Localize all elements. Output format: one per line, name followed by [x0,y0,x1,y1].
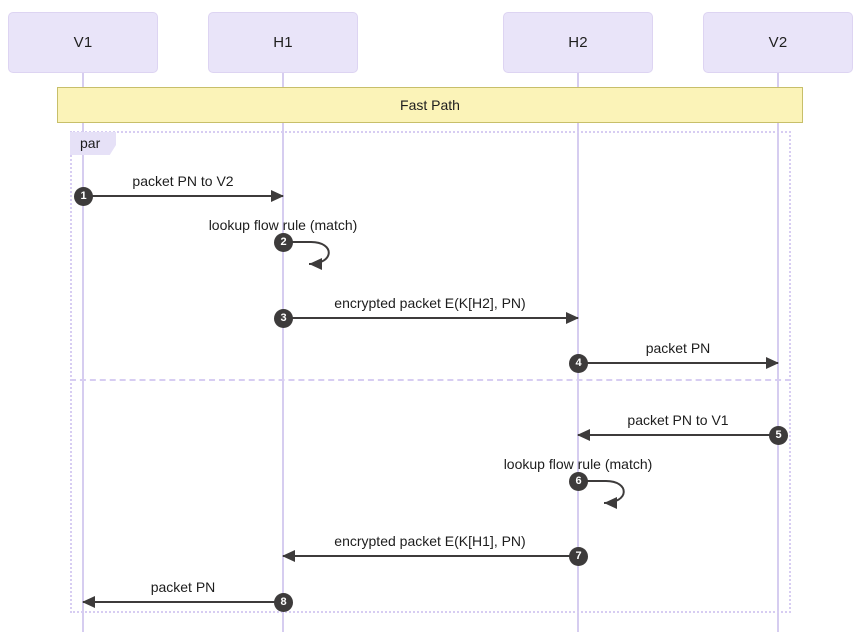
fragment-par-operator: par [70,132,117,155]
participant-v1-label: V1 [73,34,93,51]
message-3-badge: 3 [274,309,293,328]
message-8-line [82,596,283,608]
lifeline-h2 [577,73,579,632]
message-2-label: lookup flow rule (match) [208,217,358,233]
message-2-badge: 2 [274,233,293,252]
arrowhead-right-icon [766,357,779,369]
lifeline-h1 [282,73,284,632]
participant-v1[interactable]: V1 [8,12,158,73]
participant-h1[interactable]: H1 [208,12,358,73]
message-6-label: lookup flow rule (match) [503,456,653,472]
participant-h2[interactable]: H2 [503,12,653,73]
participant-h1-label: H1 [273,34,293,51]
message-3-line [283,312,579,324]
arrowhead-left-icon [282,550,295,562]
message-1-badge: 1 [74,187,93,206]
lifeline-v1 [82,73,84,632]
message-5-line [577,429,778,441]
message-5-label: packet PN to V1 [627,412,729,428]
message-5-badge: 5 [769,426,788,445]
message-7-badge: 7 [569,547,588,566]
fragment-par-divider [70,379,791,381]
message-8-badge: 8 [274,593,293,612]
note-fast-path: Fast Path [57,87,803,123]
message-8-label: packet PN [150,579,216,595]
message-4-line [578,357,779,369]
message-6-badge: 6 [569,472,588,491]
fragment-par [70,131,791,613]
participant-v2[interactable]: V2 [703,12,853,73]
lifeline-v2 [777,73,779,632]
message-4-label: packet PN [645,340,711,356]
message-1-label: packet PN to V2 [132,173,234,189]
arrowhead-left-icon [82,596,95,608]
participant-v2-label: V2 [768,34,788,51]
message-4-badge: 4 [569,354,588,373]
message-6-selfloop [578,471,648,513]
arrowhead-left-icon [577,429,590,441]
message-2-selfloop [283,232,353,274]
note-fast-path-label: Fast Path [400,97,460,113]
arrowhead-right-icon [271,190,284,202]
message-3-label: encrypted packet E(K[H2], PN) [334,295,526,311]
arrowhead-right-icon [566,312,579,324]
participant-h2-label: H2 [568,34,588,51]
message-7-line [282,550,578,562]
message-7-label: encrypted packet E(K[H1], PN) [334,533,526,549]
message-1-line [83,190,284,202]
